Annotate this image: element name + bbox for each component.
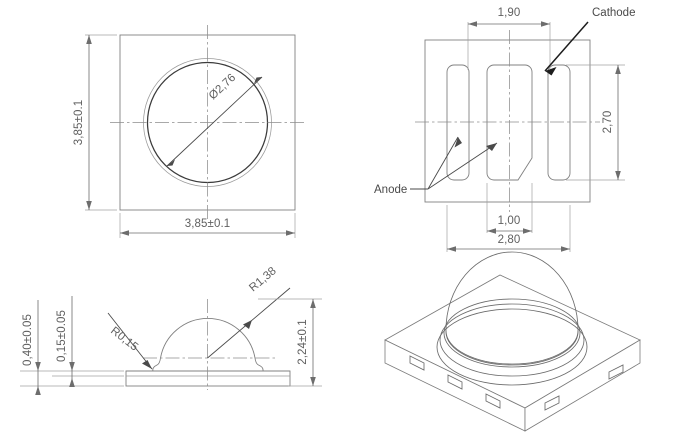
pad-anode-left [446,64,470,181]
view-side-section: R1,38 R0,15 0,40±0.05 0,15±0.05 [20,265,322,395]
dim-base-thickness: 0,40±0.05 [22,314,34,366]
iso-dome [445,251,579,366]
dim-2-70-group [566,64,625,181]
dim-2-24-group [258,298,322,387]
dim-0-40-group [35,300,41,395]
view-bottom-pads: 1,90 2,70 1,00 2,80 [374,7,635,252]
diameter-leader [166,76,263,167]
iso-top-face [384,274,641,409]
iso-lens-base-ring-outer [436,308,588,386]
dim-fillet-radius: R0,15 [108,325,140,354]
label-cathode: Cathode [592,7,635,19]
iso-pads-right [544,364,624,411]
dim-pad-height: 2,70 [602,111,614,134]
iso-dome-seam [445,330,579,365]
pad-anode-center [486,64,533,181]
dim-1-90-group [467,21,551,70]
dim-package-width: 3,85±0.1 [185,218,230,230]
radius-leader-r138 [207,287,291,359]
dim-pad-width: 1,00 [498,215,521,227]
anode-leaders [410,136,498,190]
dim-1-00-group [486,183,533,234]
dim-pad-thickness: 0,15±0.05 [56,310,68,362]
dim-total-height: 2,24±0.1 [297,319,309,364]
iso-right-face [524,339,641,432]
dim-height-group [85,34,117,211]
radius-leader-r015 [107,312,153,370]
dim-package-height: 3,85±0.1 [73,100,85,145]
dim-pad-span: 1,90 [498,7,521,19]
iso-pads-left [409,355,501,409]
dim-0-15-group [69,296,75,387]
cathode-leader [544,21,589,76]
dim-dome-radius: R1,38 [247,265,279,294]
label-anode: Anode [374,184,407,196]
dim-body-width: 2,80 [498,234,521,246]
package-outline-bottom [424,39,591,203]
view-isometric [384,251,641,432]
iso-lens-base-ring-inner [443,298,581,368]
substrate-base [125,370,291,387]
dim-width-group [119,213,296,238]
view-top: Ø2,76 3,85±0.1 3,85±0.1 [73,25,305,238]
dim-2-80-group [446,205,571,252]
iso-lens-base-ring-mid [439,303,585,377]
pad-cathode-right [547,64,571,181]
dim-lens-diameter: Ø2,76 [207,72,238,102]
